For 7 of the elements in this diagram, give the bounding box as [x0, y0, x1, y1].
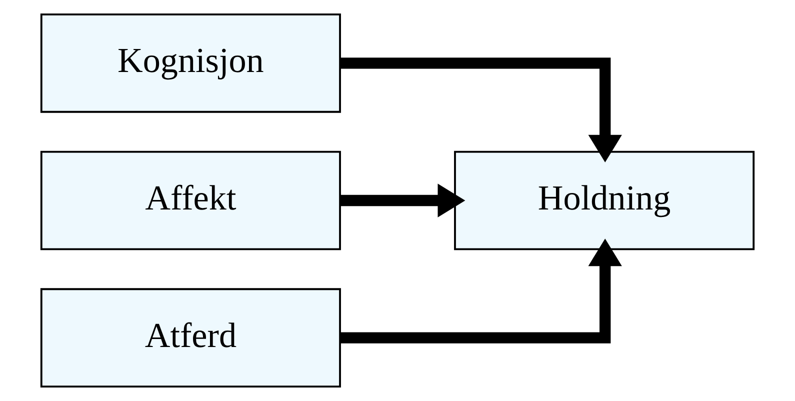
- node-box: Holdning: [454, 150, 755, 250]
- node-box: Affekt: [40, 150, 341, 250]
- node-box: Atferd: [40, 288, 341, 388]
- arrow: [340, 238, 622, 344]
- arrow: [340, 58, 622, 162]
- arrow: [340, 184, 466, 218]
- node-box: Kognisjon: [40, 14, 341, 113]
